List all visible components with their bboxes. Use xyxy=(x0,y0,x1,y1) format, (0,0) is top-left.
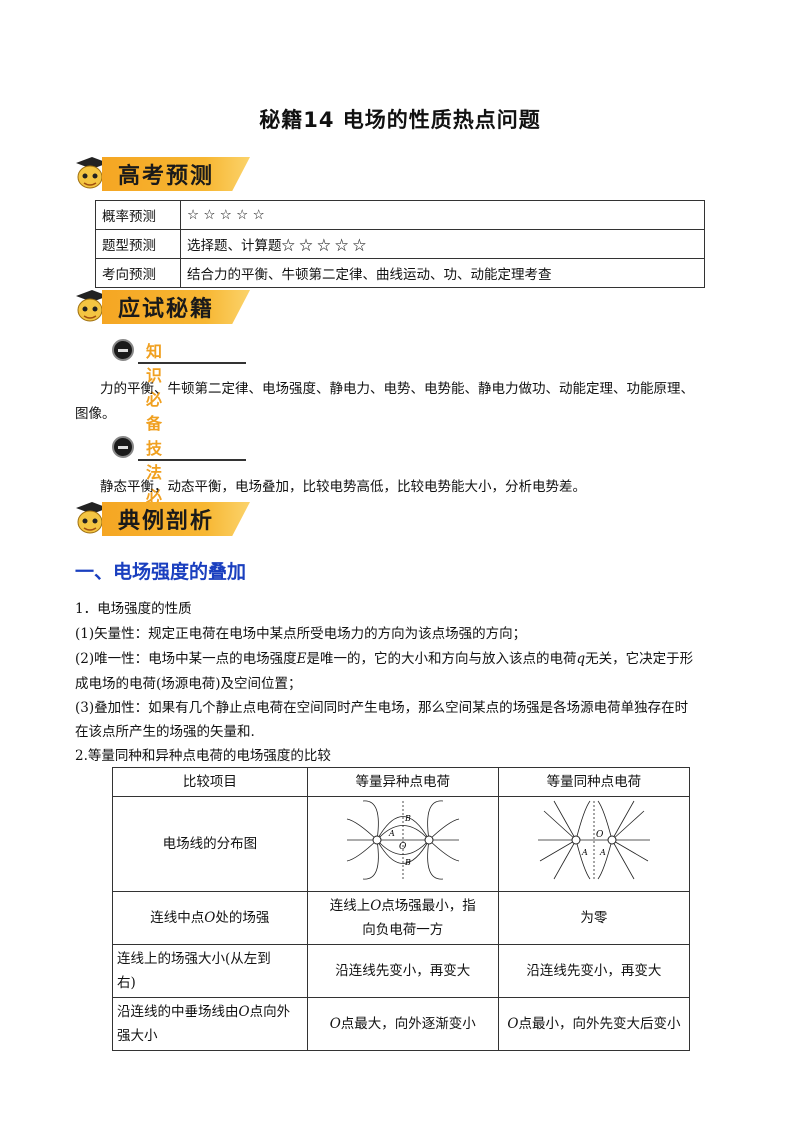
opposite-charges-field-diagram: A O B B xyxy=(346,800,459,880)
mascot-icon xyxy=(76,157,108,189)
svg-text:B: B xyxy=(404,814,411,823)
svg-text:A: A xyxy=(581,848,588,857)
table-cell: 电场线的分布图 xyxy=(112,796,308,892)
table-cell: 概率预测 xyxy=(95,200,181,230)
table-row: 题型预测 选择题、计算题☆ ☆ ☆ ☆ ☆ xyxy=(95,229,705,259)
page-title: 秘籍14 电场的性质热点问题 xyxy=(259,108,541,132)
section-heading: 一、电场强度的叠加 xyxy=(75,561,247,583)
paragraph: 1．电场强度的性质 xyxy=(75,601,192,617)
svg-text:A: A xyxy=(388,829,395,838)
mascot-icon xyxy=(76,502,108,534)
table-cell: 为零 xyxy=(497,891,691,945)
table-cell: 连线上的场强大小(从左到 右) xyxy=(112,944,308,998)
table-header: 比较项目 xyxy=(112,767,308,797)
table-cell: A O B B xyxy=(306,796,499,892)
paragraph: 图像。 xyxy=(75,406,116,422)
bullet-icon xyxy=(112,339,134,361)
prediction-table: 概率预测 ☆ ☆ ☆ ☆ ☆ 题型预测 选择题、计算题☆ ☆ ☆ ☆ ☆ 考向预… xyxy=(95,200,705,288)
divider xyxy=(138,362,246,364)
svg-text:O: O xyxy=(399,842,407,852)
table-row: 考向预测 结合力的平衡、牛顿第二定律、曲线运动、功、动能定理考查 xyxy=(95,258,705,288)
table-header-row: 比较项目 等量异种点电荷 等量同种点电荷 xyxy=(112,767,691,797)
svg-text:O: O xyxy=(596,830,604,840)
section-banner-tips: 应试秘籍 xyxy=(70,288,250,326)
table-cell: 结合力的平衡、牛顿第二定律、曲线运动、功、动能定理考查 xyxy=(180,258,705,288)
table-cell: 考向预测 xyxy=(95,258,181,288)
comparison-table: 比较项目 等量异种点电荷 等量同种点电荷 电场线的分布图 A xyxy=(112,767,691,1051)
table-header: 等量同种点电荷 xyxy=(497,767,691,797)
bullet-icon xyxy=(112,436,134,458)
table-cell: 连线中点O处的场强 xyxy=(112,891,308,945)
paragraph: (1)矢量性：规定正电荷在电场中某点所受电场力的方向为该点场强的方向； xyxy=(75,626,527,642)
like-charges-field-diagram: O A A xyxy=(537,800,650,880)
table-cell: O点最小，向外先变大后变小 xyxy=(497,997,691,1051)
table-row: 连线中点O处的场强 连线上O点场强最小，指 向负电荷一方 为零 xyxy=(112,891,691,945)
section-banner-examples: 典例剖析 xyxy=(70,500,250,538)
table-cell: O点最大，向外逐渐变小 xyxy=(306,997,499,1051)
table-cell: 选择题、计算题☆ ☆ ☆ ☆ ☆ xyxy=(180,229,705,259)
table-cell: 沿连线先变小，再变大 xyxy=(306,944,499,998)
section-title: 高考预测 xyxy=(118,164,215,189)
table-row: 连线上的场强大小(从左到 右) 沿连线先变小，再变大 沿连线先变小，再变大 xyxy=(112,944,691,998)
table-row: 沿连线的中垂场线由O点向外 强大小 O点最大，向外逐渐变小 O点最小，向外先变大… xyxy=(112,997,691,1051)
table-cell: 题型预测 xyxy=(95,229,181,259)
paragraph: 2.等量同种和异种点电荷的电场强度的比较 xyxy=(75,748,331,764)
divider xyxy=(138,459,246,461)
paragraph: 力的平衡、牛顿第二定律、电场强度、静电力、电势、电势能、静电力做功、动能定理、功… xyxy=(100,381,694,397)
section-title: 应试秘籍 xyxy=(118,297,215,322)
subsection-title: 知识必备 xyxy=(146,342,163,433)
table-cell: ☆ ☆ ☆ ☆ ☆ xyxy=(180,200,705,230)
table-cell: 沿连线先变小，再变大 xyxy=(497,944,691,998)
table-cell: O A A xyxy=(497,796,691,892)
paragraph: (3)叠加性：如果有几个静止点电荷在空间同时产生电场，那么空间某点的场强是各场源… xyxy=(75,700,689,716)
paragraph: 成电场的电荷(场源电荷)及空间位置； xyxy=(75,676,302,692)
svg-text:A: A xyxy=(599,848,606,857)
paragraph: 静态平衡，动态平衡，电场叠加，比较电势高低，比较电势能大小，分析电势差。 xyxy=(100,479,586,495)
paragraph: 在该点所产生的场强的矢量和. xyxy=(75,724,255,740)
table-header: 等量异种点电荷 xyxy=(306,767,499,797)
table-row: 电场线的分布图 A O B B xyxy=(112,796,691,892)
paragraph: (2)唯一性：电场中某一点的电场强度E是唯一的，它的大小和方向与放入该点的电荷q… xyxy=(75,651,694,667)
table-cell: 连线上O点场强最小，指 向负电荷一方 xyxy=(306,891,499,945)
table-cell: 沿连线的中垂场线由O点向外 强大小 xyxy=(112,997,308,1051)
section-banner-forecast: 高考预测 xyxy=(70,155,250,193)
table-row: 概率预测 ☆ ☆ ☆ ☆ ☆ xyxy=(95,200,705,230)
section-title: 典例剖析 xyxy=(118,509,215,534)
svg-text:B: B xyxy=(404,858,411,867)
